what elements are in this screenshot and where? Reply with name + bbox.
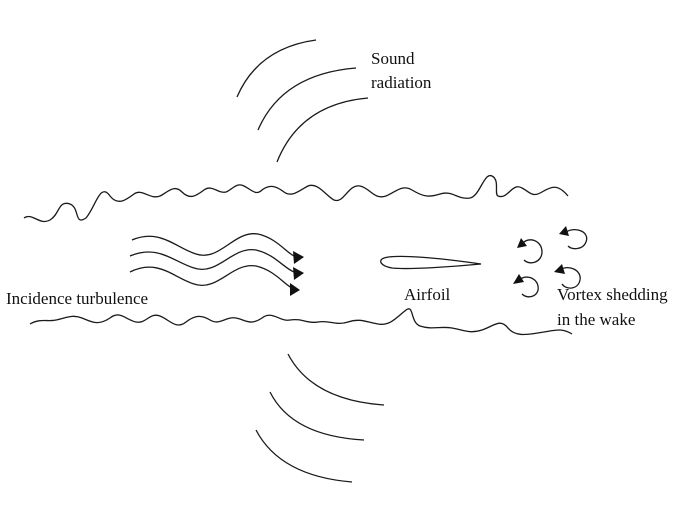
streamline-arrowhead-1 [293,251,304,264]
sound-radiation-label-line1: Sound [371,49,415,68]
upper-turbulent-boundary [23,175,569,223]
wake-vortices [513,226,588,298]
sound-radiation-arcs-lower [255,353,385,483]
vortex-4-arrowhead [554,264,565,274]
sound-arc-lower-1 [287,353,385,406]
streamline-1 [131,233,295,257]
incidence-turbulence-streamlines [129,233,304,296]
vortex-shedding-label-line2: in the wake [557,310,636,329]
sound-arc-lower-3 [255,429,353,483]
sound-arc-upper-2 [257,67,357,131]
incidence-turbulence-label: Incidence turbulence [6,289,149,308]
vortex-1-arrowhead [517,238,527,248]
airfoil-label: Airfoil [404,285,451,304]
vortex-4 [559,266,581,289]
vortex-2 [565,228,588,250]
sound-arc-lower-2 [269,391,365,441]
vortex-3-arrowhead [513,274,524,284]
vortex-shedding-label-line1: Vortex shedding [557,285,668,304]
streamline-arrowhead-2 [293,267,304,280]
vortex-1 [521,239,543,264]
sound-radiation-arcs-upper [236,39,369,163]
streamline-3 [129,265,293,289]
lower-turbulent-boundary [29,308,573,336]
vortex-3 [517,276,539,298]
airfoil-shape [380,255,482,270]
vortex-2-arrowhead [559,226,569,236]
streamline-2 [129,249,295,273]
sound-arc-upper-1 [236,39,317,98]
sound-arc-upper-3 [276,97,369,163]
streamline-arrowhead-3 [290,283,300,296]
sound-radiation-label-line2: radiation [371,73,432,92]
